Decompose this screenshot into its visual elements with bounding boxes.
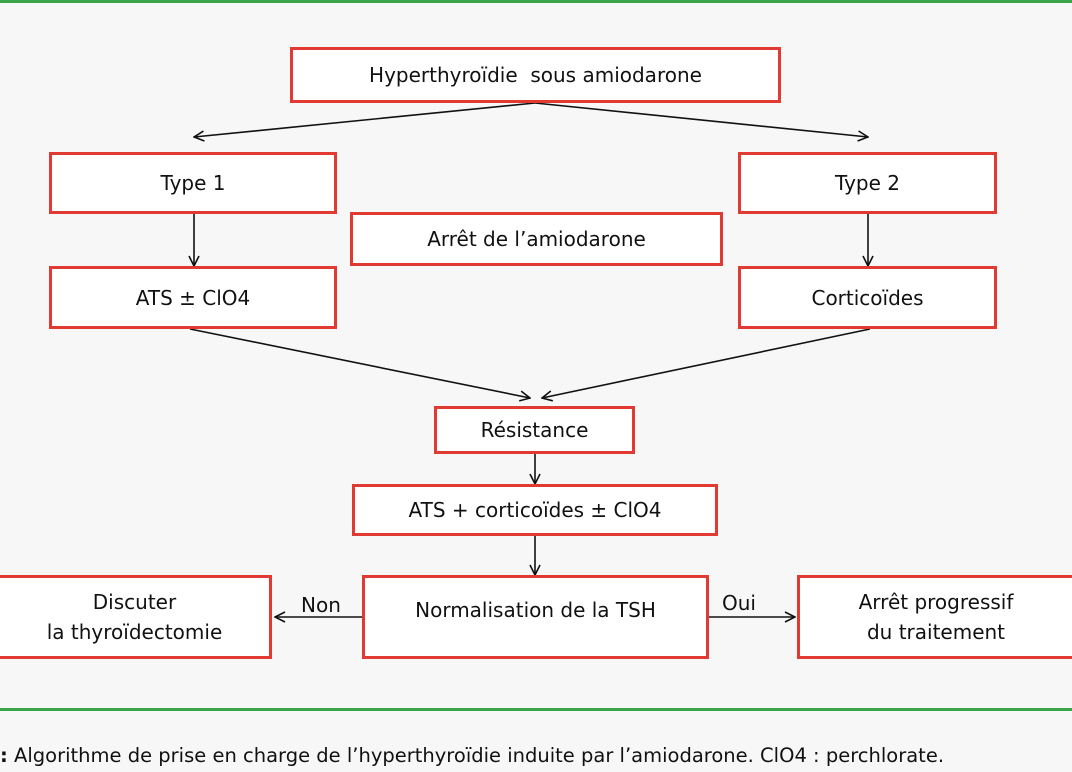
node-discuter-line1: Discuter (92, 590, 177, 614)
node-type1-label: Type 1 (160, 171, 226, 195)
node-ats-clo4: ATS ± ClO4 (49, 266, 337, 329)
node-normalisation-tsh-label: Normalisation de la TSH (415, 598, 656, 622)
node-arret-amiodarone: Arrêt de l’amiodarone (350, 212, 723, 266)
node-discuter-thyroidectomie: Discuter la thyroïdectomie (0, 575, 272, 659)
edge-label-oui: Oui (722, 591, 756, 615)
node-hyperthyroidie-label: Hyperthyroïdie sous amiodarone (369, 63, 702, 87)
node-type2-label: Type 2 (834, 171, 901, 195)
figure-caption: : Algorithme de prise en charge de l’hyp… (0, 744, 1072, 768)
node-resistance: Résistance (434, 406, 635, 454)
node-resistance-label: Résistance (480, 418, 589, 442)
node-corticoides: Corticoïdes (738, 266, 997, 329)
node-ats-corticoides-clo4-label: ATS + corticoïdes ± ClO4 (408, 498, 662, 522)
node-type2: Type 2 (738, 152, 997, 214)
bottom-rule (0, 708, 1072, 711)
caption-lead: : (0, 744, 8, 767)
node-arret-progressif-line2: du traitement (866, 620, 1006, 644)
node-ats-clo4-label: ATS ± ClO4 (135, 285, 251, 310)
node-ats-corticoides-clo4: ATS + corticoïdes ± ClO4 (352, 484, 718, 536)
node-corticoides-label: Corticoïdes (811, 285, 924, 310)
node-arret-progressif-line1: Arrêt progressif (858, 590, 1014, 614)
node-normalisation-tsh: Normalisation de la TSH (362, 575, 709, 659)
node-discuter-line2: la thyroïdectomie (46, 620, 223, 644)
arrow-ats-to-resistance (189, 328, 530, 398)
top-rule (0, 0, 1072, 3)
caption-text: Algorithme de prise en charge de l’hyper… (7, 744, 945, 767)
arrow-root-to-type1 (194, 102, 536, 137)
arrow-cortico-to-resistance (542, 328, 871, 398)
node-hyperthyroidie: Hyperthyroïdie sous amiodarone (290, 47, 781, 103)
node-arret-amiodarone-label: Arrêt de l’amiodarone (427, 227, 646, 251)
node-type1: Type 1 (49, 152, 337, 214)
arrow-root-to-type2 (534, 102, 868, 137)
edge-label-non: Non (301, 593, 341, 617)
node-arret-progressif: Arrêt progressif du traitement (797, 575, 1072, 659)
